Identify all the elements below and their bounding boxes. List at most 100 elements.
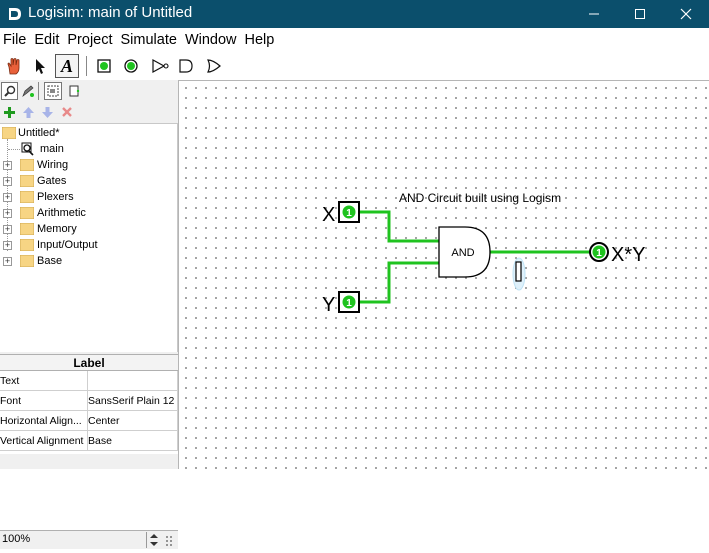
folder-icon (19, 190, 35, 204)
left-panel: Untitled* main + Wiring + Gates + Plexer… (0, 80, 178, 549)
output-pin-tool-button[interactable] (119, 54, 143, 78)
magnifier-icon (3, 85, 15, 97)
hand-poke-icon (7, 58, 20, 75)
arrow-pointer-icon (36, 59, 45, 74)
tree-item-library-gates[interactable]: + Gates (0, 173, 176, 189)
project-explorer-tree: Untitled* main + Wiring + Gates + Plexer… (0, 123, 178, 352)
text-a-icon: A (60, 55, 73, 76)
toolbox-view-button[interactable] (1, 82, 18, 100)
menu-window[interactable]: Window (184, 32, 237, 48)
wire-x-to-and[interactable] (359, 210, 441, 243)
and-gate-tool-button[interactable] (174, 54, 198, 78)
or-gate-icon (207, 59, 221, 73)
attribute-table-title: Label (0, 354, 178, 371)
output-label[interactable]: X*Y (611, 244, 645, 266)
attribute-row-font[interactable]: Font SansSerif Plain 12 (0, 391, 178, 411)
input-x-label[interactable]: X (322, 204, 335, 226)
input-pin-y-value: 1 (346, 298, 352, 309)
folder-icon (19, 222, 35, 236)
folder-icon (19, 158, 35, 172)
and-gate[interactable]: AND (438, 226, 491, 278)
project-name-label: Untitled* (18, 127, 60, 139)
output-pin-value: 1 (596, 248, 602, 259)
attribute-key: Text (0, 371, 88, 390)
menu-file[interactable]: File (3, 32, 27, 48)
title-bar: Logisim: main of Untitled (0, 0, 709, 28)
zoom-spinner[interactable] (146, 532, 160, 548)
attribute-value[interactable]: Center (88, 411, 178, 430)
attribute-value[interactable]: Base (88, 431, 178, 450)
tree-guide-line (8, 149, 20, 150)
not-gate-tool-button[interactable] (148, 54, 172, 78)
library-label: Wiring (37, 159, 69, 171)
appearance-icon (69, 85, 80, 97)
tree-item-library-input-output[interactable]: + Input/Output (0, 237, 176, 253)
attribute-value[interactable] (88, 371, 178, 390)
explorer-toolbar (0, 80, 178, 104)
expand-plus-icon: + (3, 240, 12, 250)
library-label: Plexers (37, 191, 74, 203)
expand-plus-icon: + (3, 160, 12, 170)
attribute-key: Vertical Alignment (0, 431, 88, 450)
explorer-separator (38, 82, 39, 100)
menu-simulate[interactable]: Simulate (120, 32, 177, 48)
edit-appearance-button[interactable] (66, 82, 82, 100)
zoom-value[interactable]: 100% (2, 533, 31, 545)
circuit-name-label: main (40, 143, 64, 155)
input-pin-x[interactable]: 1 (338, 201, 360, 223)
move-down-button[interactable] (40, 105, 54, 119)
wires (359, 210, 593, 304)
attribute-key: Font (0, 391, 88, 410)
circuit-canvas[interactable]: AND Circuit built using Logism X 1 Y 1 A… (178, 80, 709, 469)
tree-item-library-plexers[interactable]: + Plexers (0, 189, 176, 205)
attribute-row-text[interactable]: Text (0, 371, 178, 391)
text-tool-button[interactable]: A (55, 54, 79, 78)
attribute-value[interactable]: SansSerif Plain 12 (88, 391, 178, 410)
maximize-button[interactable] (617, 0, 663, 28)
tree-item-library-arithmetic[interactable]: + Arithmetic (0, 205, 176, 221)
close-icon (680, 8, 692, 20)
tree-item-library-memory[interactable]: + Memory (0, 221, 176, 237)
layout-icon (47, 85, 59, 97)
logisim-logo-icon (9, 8, 21, 20)
poke-tool-button[interactable] (2, 54, 26, 78)
input-pin-tool-button[interactable] (92, 54, 116, 78)
library-label: Input/Output (37, 239, 98, 251)
tree-item-library-wiring[interactable]: + Wiring (0, 157, 176, 173)
resize-grip[interactable] (162, 532, 176, 548)
select-tool-button[interactable] (28, 54, 52, 78)
menu-edit[interactable]: Edit (34, 32, 60, 48)
library-label: Base (37, 255, 63, 267)
circuit-caption[interactable]: AND Circuit built using Logism (399, 191, 561, 205)
tree-item-circuit-main[interactable]: main (0, 139, 176, 251)
edit-layout-button[interactable] (44, 82, 62, 100)
close-button[interactable] (663, 0, 709, 28)
spinner-arrows-icon (150, 534, 158, 546)
remove-circuit-button[interactable] (60, 105, 74, 119)
or-gate-tool-button[interactable] (202, 54, 226, 78)
not-gate-icon (152, 58, 169, 74)
attribute-table: Label Text Font SansSerif Plain 12 Horiz… (0, 354, 178, 454)
minimize-button[interactable] (571, 0, 617, 28)
library-label: Memory (37, 223, 77, 235)
magnifier-circuit-icon (21, 142, 34, 156)
output-pin-icon (124, 59, 138, 73)
attribute-row-horizontal-alignment[interactable]: Horizontal Align... Center (0, 411, 178, 431)
tree-item-library-base[interactable]: + Base (0, 253, 176, 269)
main-toolbar: A (0, 52, 709, 80)
add-circuit-button[interactable] (2, 105, 16, 119)
move-up-button[interactable] (21, 105, 35, 119)
output-pin[interactable]: 1 (589, 242, 609, 262)
input-y-label[interactable]: Y (322, 294, 335, 316)
input-pin-y[interactable]: 1 (338, 291, 360, 313)
arrow-down-icon (41, 106, 53, 118)
tree-item-project[interactable]: Untitled* (0, 125, 176, 141)
pencil-tree-icon (21, 85, 34, 98)
wire-y-to-and[interactable] (359, 261, 441, 304)
menu-project[interactable]: Project (67, 32, 113, 48)
arrow-up-icon (22, 106, 34, 118)
attribute-row-vertical-alignment[interactable]: Vertical Alignment Base (0, 431, 178, 451)
menu-help[interactable]: Help (244, 32, 275, 48)
minimize-icon (589, 13, 599, 15)
simulation-view-button[interactable] (19, 82, 36, 100)
